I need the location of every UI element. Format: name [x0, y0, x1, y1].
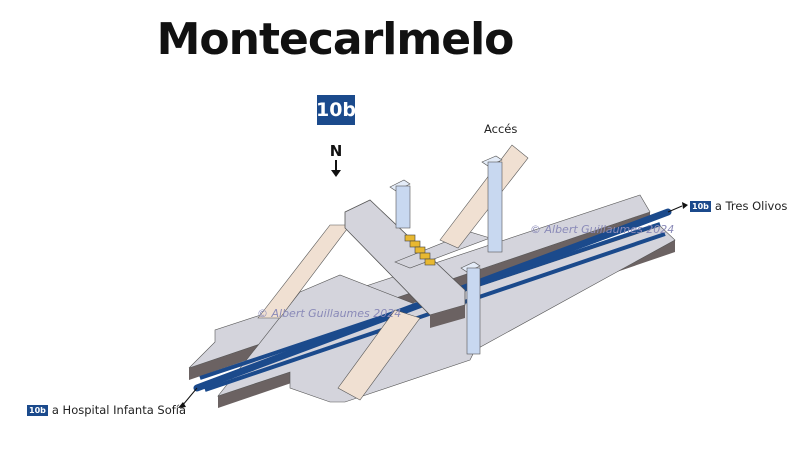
line-badge: 10b: [316, 95, 356, 125]
line-badge-small: 10b: [27, 405, 48, 416]
copyright-watermark: © Albert Guillaumes 2024: [530, 223, 675, 236]
elevator-access: [481, 155, 503, 253]
stair-access: [439, 144, 529, 249]
access-label: Accés: [484, 122, 518, 136]
direction-arrow-right: [667, 202, 688, 213]
north-label: N: [329, 142, 343, 160]
elevator-east: [460, 261, 481, 355]
north-arrow-icon: [331, 160, 341, 177]
elevator-west: [389, 179, 411, 229]
line-badge-small: 10b: [690, 201, 711, 212]
copyright-watermark: © Albert Guillaumes 2024: [257, 307, 402, 320]
station-title: Montecarlmelo: [156, 14, 515, 65]
stair-front: [337, 309, 421, 401]
direction-arrow-left: [178, 387, 198, 408]
destination-left-text: a Hospital Infanta Sofía: [51, 403, 187, 417]
destination-right-text: a Tres Olivos: [714, 199, 788, 213]
turnstile-row: [404, 234, 436, 266]
